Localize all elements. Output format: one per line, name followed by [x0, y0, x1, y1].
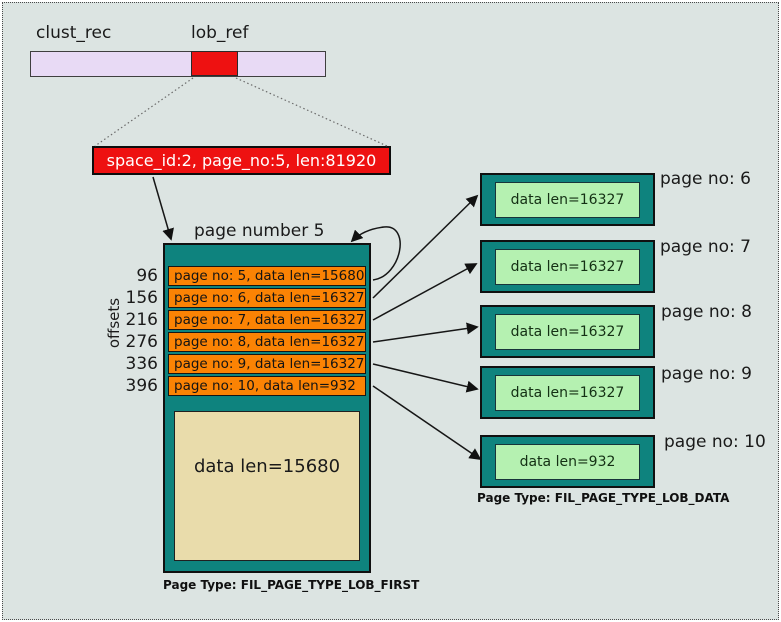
lob-data-page-box: data len=932 [480, 435, 655, 488]
offset-label: 96 [136, 266, 158, 286]
first-page-data-block: data len=15680 [174, 411, 360, 561]
index-entry-row: page no: 9, data len=16327 [168, 354, 366, 374]
clust-rec-label: clust_rec [36, 23, 112, 43]
first-page-title: page number 5 [194, 221, 325, 241]
lob-data-page-box: data len=16327 [480, 305, 655, 358]
offset-label: 156 [125, 288, 158, 308]
index-entry-row: page no: 7, data len=16327 [168, 310, 366, 330]
index-entry-row: page no: 6, data len=16327 [168, 288, 366, 308]
lob-data-page-box: data len=16327 [480, 240, 655, 293]
data-length-label: data len=932 [495, 444, 640, 480]
data-length-label: data len=16327 [495, 182, 640, 218]
data-length-label: data len=16327 [495, 249, 640, 285]
index-entry-row: page no: 5, data len=15680 [168, 266, 366, 286]
lob-data-page-box: data len=16327 [480, 366, 655, 419]
page-no-label: page no: 10 [664, 432, 766, 452]
page-no-label: page no: 7 [660, 237, 751, 257]
lob-data-page-box: data len=16327 [480, 173, 655, 226]
lob-ref-segment [191, 51, 238, 76]
page-no-label: page no: 6 [660, 169, 751, 189]
offset-label: 336 [125, 354, 158, 374]
index-entry-list: page no: 5, data len=15680 page no: 6, d… [168, 266, 366, 396]
offset-label: 216 [125, 310, 158, 330]
page-no-label: page no: 8 [661, 302, 752, 322]
page-type-data-label: Page Type: FIL_PAGE_TYPE_LOB_DATA [477, 491, 730, 505]
page-no-label: page no: 9 [661, 364, 752, 384]
lob-ref-detail-text: space_id:2, page_no:5, len:81920 [106, 151, 377, 170]
record-bar [30, 51, 326, 77]
index-entry-row: page no: 10, data len=932 [168, 376, 366, 396]
offset-label: 396 [125, 376, 158, 396]
lob-ref-detail-box: space_id:2, page_no:5, len:81920 [92, 146, 391, 175]
data-length-label: data len=16327 [495, 375, 640, 411]
first-lob-page-box: page no: 5, data len=15680 page no: 6, d… [163, 243, 371, 573]
lob-ref-label: lob_ref [191, 23, 249, 43]
page-type-first-label: Page Type: FIL_PAGE_TYPE_LOB_FIRST [163, 578, 420, 592]
offset-label: 276 [125, 332, 158, 352]
data-length-label: data len=16327 [495, 314, 640, 350]
index-entry-row: page no: 8, data len=16327 [168, 332, 366, 352]
